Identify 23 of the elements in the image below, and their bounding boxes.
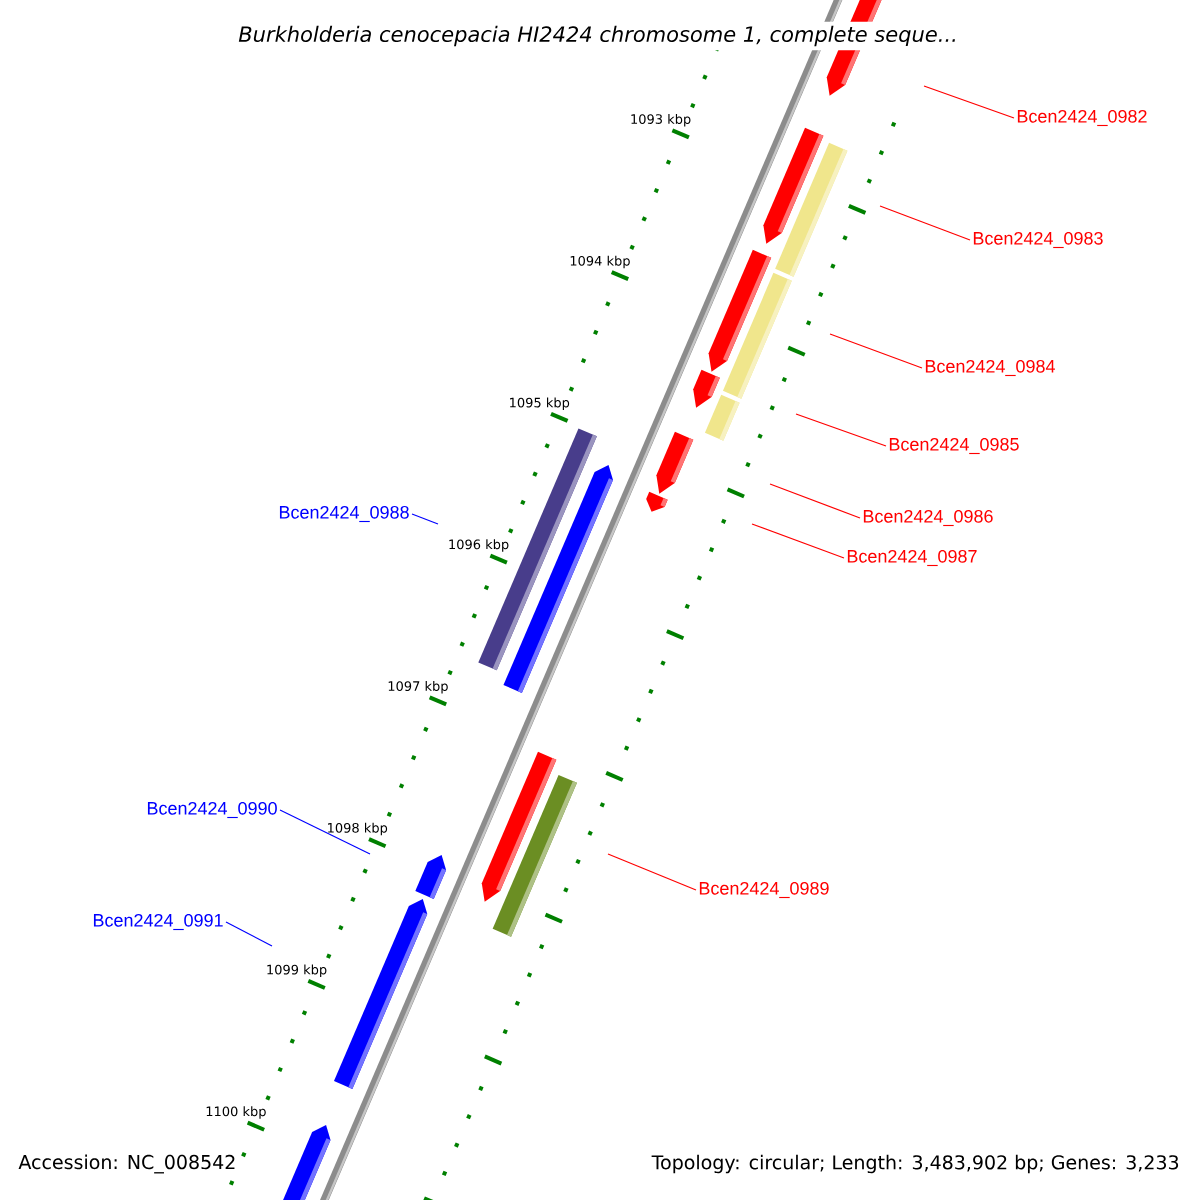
gene-label: Bcen2424_0982	[1017, 109, 1147, 127]
gene-label: Bcen2424_0986	[863, 509, 993, 527]
leader-line	[829, 333, 923, 369]
leader-line	[879, 205, 971, 241]
leader-line	[411, 513, 439, 525]
leader-line	[607, 853, 697, 891]
gene-label: Bcen2424_0985	[889, 437, 1019, 455]
gene-label: Bcen2424_0989	[699, 881, 829, 899]
leader-line	[769, 483, 861, 519]
gene-label: Bcen2424_0990	[147, 801, 277, 819]
accession-text: Accession: NC_008542	[16, 1152, 239, 1176]
leader-line	[795, 413, 887, 447]
title: Burkholderia cenocepacia HI2424 chromosome 1, complete seque...	[234, 21, 962, 51]
leader-line	[279, 809, 371, 855]
gene-label: Bcen2424_0988	[279, 505, 409, 523]
leader-line	[923, 85, 1015, 119]
gene-label: Bcen2424_0984	[925, 359, 1055, 377]
leader-line	[225, 921, 273, 947]
gene-label: Bcen2424_0991	[93, 913, 223, 931]
gene-label: Bcen2424_0987	[847, 549, 977, 567]
gene-label: Bcen2424_0983	[973, 231, 1103, 249]
leader-line	[751, 523, 845, 559]
summary-text: Topology: circular; Length: 3,483,902 bp; Genes: 3,233	[649, 1152, 1182, 1176]
